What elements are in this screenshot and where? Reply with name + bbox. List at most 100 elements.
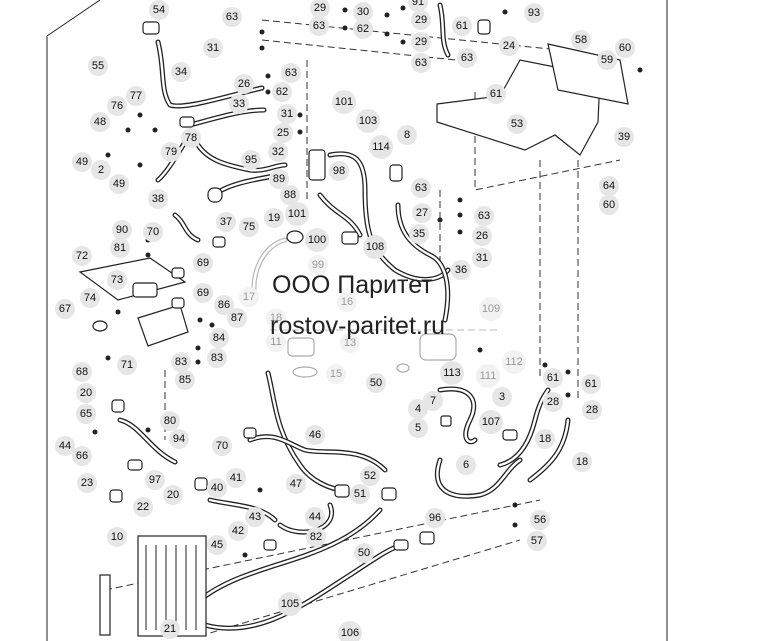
callout-circle (107, 527, 127, 547)
callout-circle (408, 399, 428, 419)
callout-number: 21 (164, 623, 176, 635)
callout-51: 51 (350, 484, 370, 504)
callout-number: 72 (76, 250, 88, 262)
callout-17: 17 (239, 287, 259, 307)
callout-number: 114 (372, 141, 390, 153)
fitting-23 (109, 489, 123, 503)
callout-circle (145, 470, 165, 490)
callout-number: 38 (152, 193, 164, 205)
callout-16: 16 (337, 292, 357, 312)
callout-number: 100 (308, 234, 326, 246)
ghost-parts (251, 237, 457, 378)
callout-31a: 31 (203, 38, 223, 58)
callout-number: 40 (211, 482, 223, 494)
fitting-37 (207, 187, 223, 203)
callout-57: 57 (527, 531, 547, 551)
callout-18a: 18 (266, 308, 286, 328)
callout-circle (350, 484, 370, 504)
callout-number: 66 (76, 450, 88, 462)
callout-49a: 49 (72, 152, 92, 172)
callout-circle (269, 169, 289, 189)
callout-circle (530, 510, 550, 530)
callout-circle (308, 255, 328, 275)
callout-circle (507, 114, 527, 134)
callout-24: 24 (499, 36, 519, 56)
callout-49b: 49 (109, 174, 129, 194)
callout-50b: 50 (354, 543, 374, 563)
callout-circle (332, 90, 356, 114)
fitting-51 (334, 484, 350, 498)
callout-circle (193, 283, 213, 303)
callout-circle (425, 508, 445, 528)
callout-circle (280, 185, 300, 205)
fitting-97 (127, 459, 143, 471)
callout-circle (76, 383, 96, 403)
callout-circle (80, 288, 100, 308)
callout-number: 26 (476, 230, 488, 242)
callout-circle (227, 308, 247, 328)
callout-number: 63 (478, 210, 490, 222)
callout-number: 57 (531, 535, 543, 547)
callout-97: 97 (145, 470, 165, 490)
fitting-20b (194, 477, 208, 491)
callout-89: 89 (269, 169, 289, 189)
callout-111: 111 (476, 364, 500, 388)
callout-number: 33 (233, 98, 245, 110)
callout-69b: 69 (193, 283, 213, 303)
callout-circle (423, 391, 443, 411)
callout-20a: 20 (76, 383, 96, 403)
callout-circle (527, 531, 547, 551)
callout-circle (193, 253, 213, 273)
callout-circle (126, 86, 146, 106)
callout-circle (72, 362, 92, 382)
callout-circle (340, 333, 360, 353)
callout-13: 13 (340, 333, 360, 353)
fitting-107 (502, 429, 518, 441)
callout-circle (239, 217, 259, 237)
callout-number: 35 (413, 228, 425, 240)
callout-circle (110, 238, 130, 258)
callout-circle (239, 287, 259, 307)
callout-circle (55, 299, 75, 319)
callout-number: 39 (618, 131, 630, 143)
callout-circle (581, 374, 601, 394)
callout-circle (440, 361, 464, 385)
callout-48: 48 (90, 112, 110, 132)
callout-54: 54 (149, 0, 169, 20)
callout-number: 93 (528, 7, 540, 19)
callout-circle (452, 16, 472, 36)
callout-number: 113 (443, 367, 461, 379)
callout-number: 83 (175, 356, 187, 368)
callout-number: 19 (268, 212, 280, 224)
callout-2: 2 (91, 160, 111, 180)
callout-circle (524, 3, 544, 23)
fitting-96 (419, 531, 435, 545)
callout-circle (222, 7, 242, 27)
callout-circle (329, 161, 349, 181)
fitting-100 (341, 231, 359, 245)
callout-28b: 28 (582, 400, 602, 420)
gasket-72 (78, 257, 187, 301)
callout-75: 75 (239, 217, 259, 237)
callout-number: 97 (149, 474, 161, 486)
callout-number: 42 (232, 525, 244, 537)
callout-number: 49 (113, 178, 125, 190)
callout-number: 11 (270, 336, 281, 348)
fitting-50 (393, 539, 409, 551)
callout-number: 107 (482, 416, 500, 428)
callout-circle (369, 135, 393, 159)
callout-circle (264, 208, 284, 228)
callout-60a: 60 (615, 38, 635, 58)
callout-circle (72, 246, 92, 266)
callout-number: 61 (456, 20, 468, 32)
callout-106: 106 (338, 621, 362, 641)
callout-64: 64 (599, 176, 619, 196)
callout-74: 74 (80, 288, 100, 308)
callout-circle (277, 104, 297, 124)
callout-number: 85 (179, 374, 191, 386)
callout-circle (472, 226, 492, 246)
callout-number: 63 (285, 67, 297, 79)
callout-65: 65 (76, 404, 96, 424)
callout-circle (479, 410, 503, 434)
